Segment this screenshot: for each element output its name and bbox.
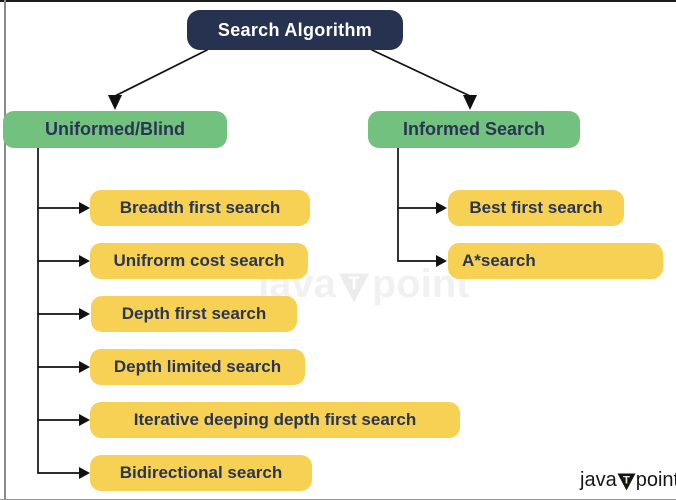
leaf-node-depth-limited-search: Depth limited search <box>90 349 305 385</box>
leaf-node-uniform-cost-search: Unifrorm cost search <box>90 243 308 279</box>
root-node-search-algorithm: Search Algorithm <box>187 10 403 50</box>
svg-text:T: T <box>623 474 630 486</box>
leaf-node-best-first-search: Best first search <box>448 190 624 226</box>
svg-text:T: T <box>348 272 360 293</box>
branch-node-informed-search: Informed Search <box>368 111 580 148</box>
leaf-label: Iterative deeping depth first search <box>133 410 417 429</box>
leaf-node-iterative-deepening-dfs: Iterative deeping depth first search <box>90 402 460 438</box>
logo-text-point: point <box>635 469 676 491</box>
root-node-label: Search Algorithm <box>217 19 373 40</box>
arrowheads <box>79 95 477 479</box>
edge-root-to-right <box>371 49 471 97</box>
leaf-label: A*search <box>462 251 536 270</box>
arrowhead-down-right <box>463 95 477 110</box>
top-border-line <box>0 0 676 2</box>
leaf-label: Breadth first search <box>119 198 281 217</box>
branch-node-uninformed-blind: Uniformed/Blind <box>3 111 227 148</box>
leaf-node-breadth-first-search: Breadth first search <box>90 190 310 226</box>
logo-text-java: java <box>580 469 617 491</box>
leaf-label: Best first search <box>469 198 603 217</box>
leaf-node-a-star-search: A*search <box>448 243 663 279</box>
edge-root-to-left <box>114 49 208 97</box>
arrowhead-down-left <box>108 95 122 110</box>
leaf-label: Unifrorm cost search <box>113 251 285 270</box>
leaf-label: Depth first search <box>121 304 267 323</box>
leaf-label: Depth limited search <box>113 357 282 376</box>
leaf-node-depth-first-search: Depth first search <box>91 296 297 332</box>
watermark-triangle-icon: T <box>338 272 370 302</box>
leaf-label: Bidirectional search <box>119 463 283 482</box>
logo-triangle-icon: T <box>617 473 636 491</box>
branch-right-label: Informed Search <box>402 119 546 139</box>
leaf-node-bidirectional-search: Bidirectional search <box>90 455 312 491</box>
left-border-line <box>4 0 6 500</box>
branch-left-label: Uniformed/Blind <box>45 119 185 139</box>
javatpoint-logo: java T point <box>580 469 676 492</box>
